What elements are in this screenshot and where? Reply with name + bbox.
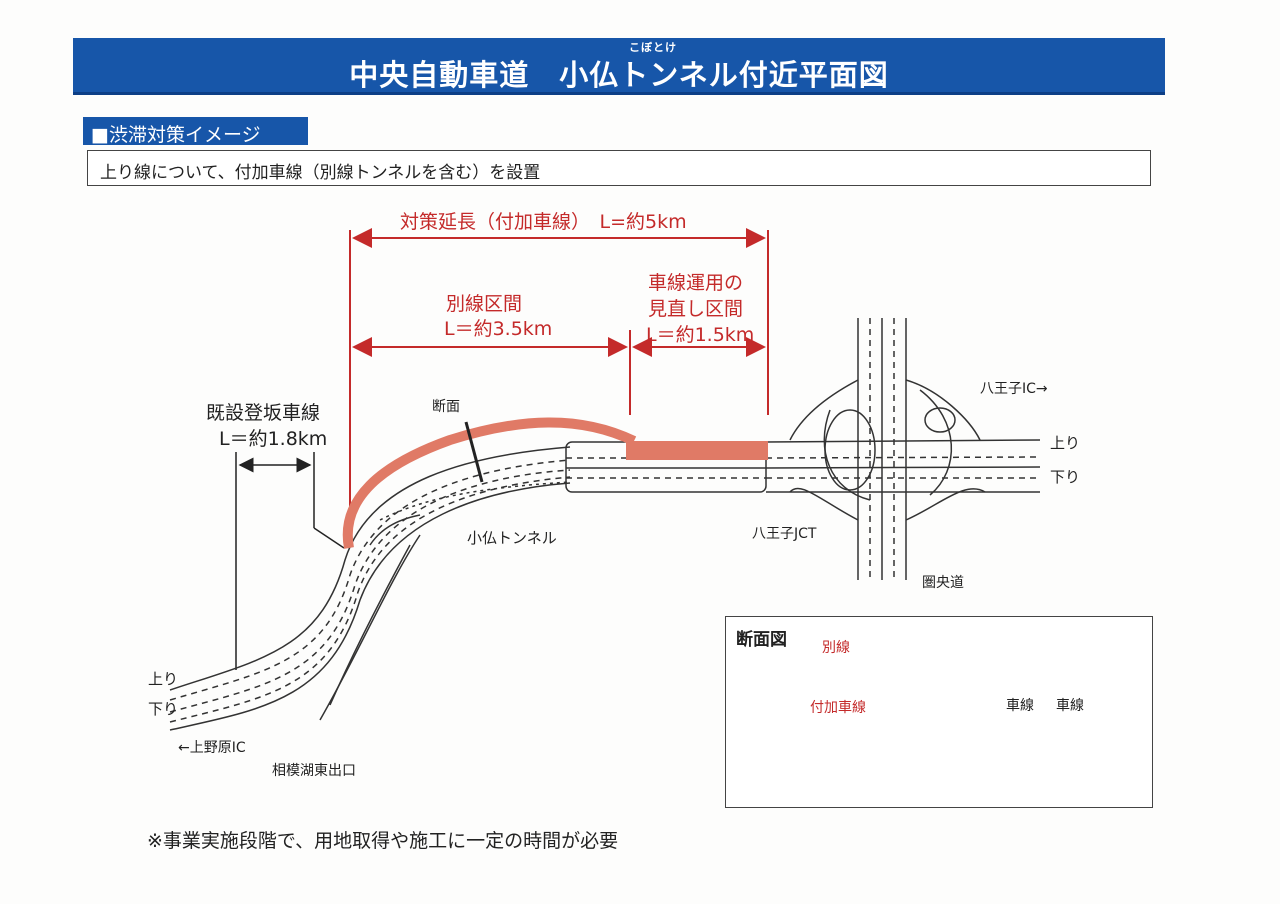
- cross-section-title: 断面図: [736, 630, 787, 650]
- hachioji-ic-label: 八王子IC→: [980, 381, 1048, 397]
- up-line-right-label: 上り: [1050, 434, 1081, 452]
- climbing-lane-dimension: [235, 452, 345, 670]
- description-box: 上り線について、付加車線（別線トンネルを含む）を設置: [87, 150, 1151, 186]
- added-lane-band: [342, 417, 637, 549]
- review-label-3: L＝約1.5km: [646, 324, 755, 346]
- bypass-label-1: 別線区間: [446, 293, 523, 315]
- total-length-label: 対策延長（付加車線） L=約5km: [400, 211, 687, 233]
- climbing-lane-label-2: L＝約1.8km: [219, 428, 328, 450]
- cross-section-box: 断面図 別線 付加車線 車線 車線: [725, 616, 1153, 808]
- expressway-curve: [169, 446, 571, 731]
- lane-label-1: 車線: [1006, 698, 1034, 714]
- hachioji-jct-label: 八王子JCT: [752, 526, 817, 542]
- title-bar: こぼとけ 中央自動車道 小仏トンネル付近平面図: [73, 38, 1165, 95]
- bypass-label-2: L＝約3.5km: [444, 318, 553, 340]
- review-label-1: 車線運用の: [648, 272, 744, 294]
- uenohara-ic-label: ←上野原IC: [178, 740, 246, 756]
- page-title: 中央自動車道 小仏トンネル付近平面図: [349, 58, 889, 92]
- section-label: ■渋滞対策イメージ: [91, 124, 261, 146]
- bypass-tunnel-label: 別線: [822, 640, 850, 656]
- tunnel-name-label: 小仏トンネル: [467, 529, 557, 547]
- climbing-lane-label-1: 既設登坂車線: [206, 402, 321, 424]
- section-marker-line: [464, 421, 484, 483]
- title-ruby: こぼとけ: [629, 41, 677, 54]
- section-heading: ■渋滞対策イメージ: [83, 117, 308, 146]
- ken-o-do-label: 圏央道: [922, 575, 964, 591]
- down-line-right-label: 下り: [1050, 468, 1081, 486]
- lane-label-2: 車線: [1056, 698, 1084, 714]
- added-lane-label: 付加車線: [810, 700, 866, 716]
- dimension-lines: [349, 228, 769, 540]
- footnote: ※事業実施段階で、用地取得や施工に一定の時間が必要: [147, 830, 619, 852]
- down-line-left-label: 下り: [148, 700, 179, 718]
- sagamiko-exit-label: 相模湖東出口: [272, 763, 356, 779]
- review-label-2: 見直し区間: [648, 298, 744, 320]
- review-section-band: [626, 441, 768, 460]
- ken-o-do: [789, 318, 986, 580]
- up-line-left-label: 上り: [148, 670, 179, 688]
- description-text: 上り線について、付加車線（別線トンネルを含む）を設置: [100, 163, 541, 183]
- section-marker-label: 断面: [432, 399, 460, 415]
